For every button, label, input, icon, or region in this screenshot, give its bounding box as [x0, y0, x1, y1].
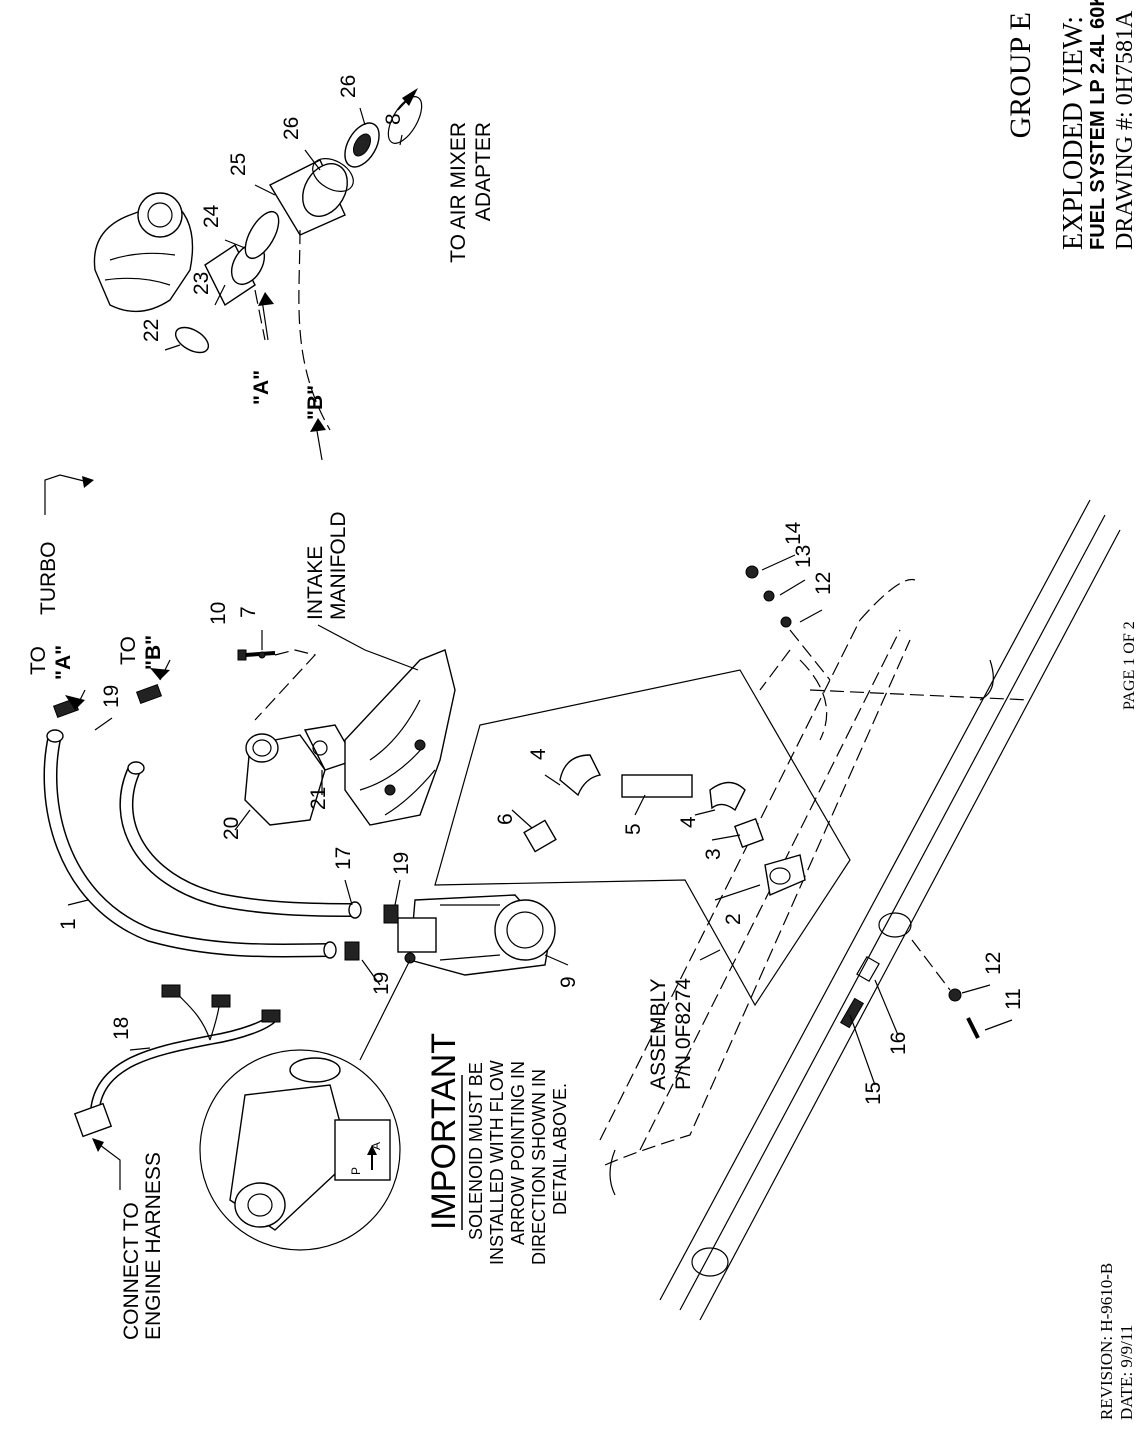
- callout-19a: 19: [100, 685, 123, 708]
- assembly-outline: [434, 669, 851, 1007]
- callout-numbers: 1 2 3 4 4 5 6 7 8 9 10 11 12 12 13 14 15…: [57, 75, 1025, 1105]
- solenoid-detail: P A: [199, 959, 411, 1251]
- label-assembly-pn: P/N 0F8274: [672, 978, 695, 1090]
- callout-26b: 26: [337, 75, 360, 98]
- note-line-3: ARROW POINTING IN: [508, 1061, 528, 1245]
- turbocharger: [93, 192, 194, 313]
- air-inlet-parts: [174, 88, 423, 431]
- revision-text: REVISION: H-9610-B: [1097, 1263, 1116, 1420]
- label-to-air-mixer: TO AIR MIXER: [447, 122, 470, 263]
- drawing-number: DRAWING #: 0H7581A: [1112, 10, 1138, 250]
- fittings: [523, 754, 806, 896]
- callout-4a: 4: [527, 748, 550, 760]
- callout-23: 23: [190, 272, 213, 295]
- intake-manifold: [344, 649, 456, 826]
- label-manifold: MANIFOLD: [327, 511, 350, 620]
- callout-19b: 19: [390, 852, 413, 875]
- callout-7: 7: [237, 606, 260, 618]
- callout-10: 10: [207, 602, 230, 625]
- callout-22: 22: [140, 319, 163, 342]
- callout-12b: 12: [982, 952, 1005, 975]
- frame-rail: [599, 499, 1121, 1321]
- callout-6: 6: [494, 813, 517, 825]
- callout-2: 2: [722, 913, 745, 925]
- label-intake: INTAKE: [304, 546, 327, 620]
- callout-21: 21: [307, 787, 330, 810]
- note-line-1: SOLENOID MUST BE: [466, 1062, 486, 1240]
- callout-9: 9: [557, 976, 580, 988]
- callout-leaders: [67, 107, 1013, 1086]
- exploded-view-title: EXPLODED VIEW:: [1058, 16, 1089, 250]
- callout-16: 16: [887, 1032, 910, 1055]
- label-to-a-1: TO: [27, 646, 50, 675]
- callout-13: 13: [792, 545, 815, 568]
- callout-5: 5: [622, 823, 645, 835]
- callout-24: 24: [200, 204, 223, 228]
- callout-17: 17: [332, 847, 355, 870]
- callout-26a: 26: [280, 117, 303, 140]
- label-assembly: ASSEMBLY: [647, 978, 670, 1090]
- callout-3: 3: [702, 848, 725, 860]
- label-turbo: TURBO: [37, 542, 60, 616]
- callout-14: 14: [782, 521, 805, 545]
- note-line-4: DIRECTION SHOWN IN: [529, 1069, 549, 1265]
- regulator-assembly: [397, 894, 556, 976]
- callout-1: 1: [57, 918, 80, 930]
- hoses: [43, 683, 399, 961]
- detail-label-a: A: [369, 1142, 383, 1150]
- throttle-body: [244, 724, 357, 826]
- callout-8: 8: [382, 113, 405, 125]
- labels: TO AIR MIXER ADAPTER TURBO INTAKE MANIFO…: [27, 122, 695, 1340]
- note-line-2: INSTALLED WITH FLOW: [487, 1060, 507, 1265]
- date-text: DATE: 9/9/11: [1117, 1325, 1136, 1420]
- important-heading: IMPORTANT: [425, 1033, 463, 1230]
- label-engine-harness: ENGINE HARNESS: [142, 1152, 165, 1340]
- label-to-a-2: "A": [52, 645, 75, 680]
- callout-4b: 4: [677, 816, 700, 828]
- note-line-5: DETAIL ABOVE.: [550, 1083, 570, 1215]
- group-title: GROUP E: [1004, 12, 1037, 138]
- callout-11: 11: [1002, 988, 1025, 1010]
- system-title: FUEL SYSTEM LP 2.4L 60KW: [1087, 0, 1109, 250]
- callout-18: 18: [110, 1017, 133, 1040]
- label-connect-to: CONNECT TO: [120, 1202, 143, 1340]
- detail-label-p: P: [349, 1167, 363, 1175]
- label-arrow-a: "A": [250, 370, 273, 405]
- wiring-harness: [73, 984, 281, 1138]
- fasteners: [237, 565, 980, 1039]
- leader-lines: [44, 292, 721, 1190]
- label-to-b-1: TO: [117, 636, 140, 665]
- callout-20: 20: [220, 817, 243, 840]
- callout-12a: 12: [812, 572, 835, 595]
- callout-19c: 19: [370, 972, 393, 995]
- page-number: PAGE 1 OF 2: [1121, 621, 1138, 710]
- label-to-b-2: "B": [142, 635, 165, 670]
- callout-25: 25: [227, 153, 250, 176]
- label-arrow-b: "B": [304, 385, 327, 420]
- callout-15: 15: [862, 1082, 885, 1105]
- label-adapter: ADAPTER: [472, 122, 495, 221]
